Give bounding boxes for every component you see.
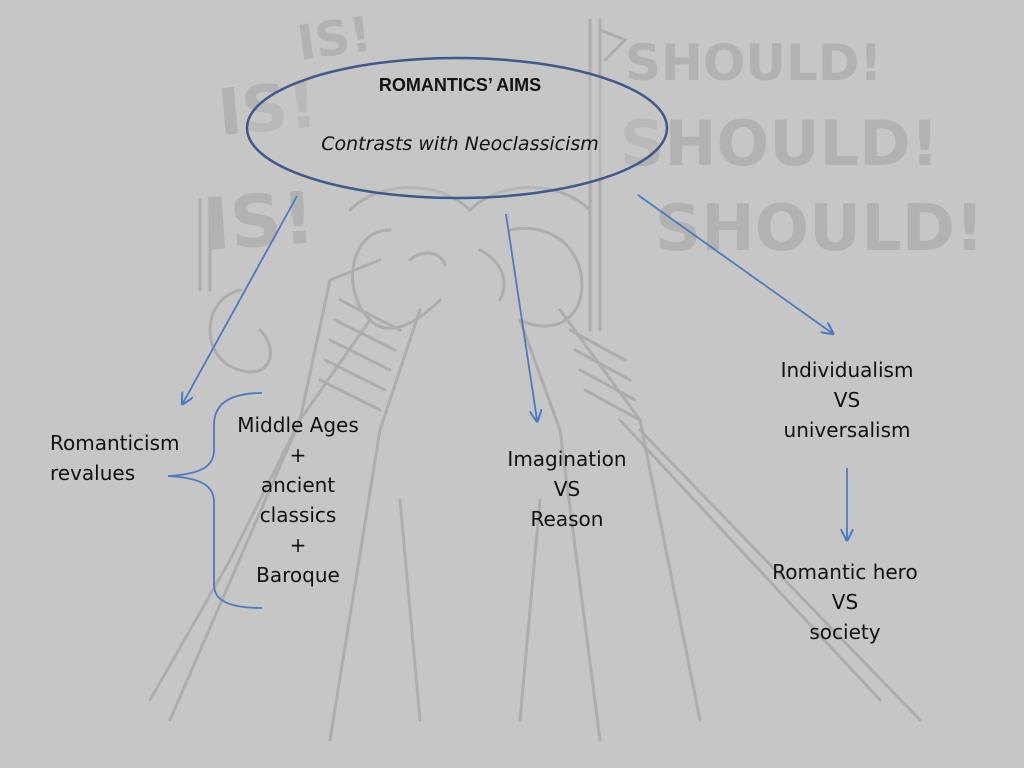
brace-item: Middle Ages (237, 413, 359, 437)
brace-items: Middle Ages + ancient classics + Baroque (218, 410, 378, 590)
svg-text:IS!: IS! (294, 6, 375, 72)
svg-text:SHOULD!: SHOULD! (625, 34, 882, 92)
arrow-to-romanticism (183, 195, 298, 403)
arrow-to-imagination (505, 213, 537, 420)
right-top-line: VS (833, 388, 861, 412)
brace-item: + (289, 443, 307, 467)
romanticism-label-line: revalues (50, 461, 136, 485)
center-line: VS (553, 477, 581, 501)
brace-item: ancient (260, 473, 336, 497)
brace-item: Baroque (256, 563, 340, 587)
brace-item: classics (259, 503, 337, 527)
arrow-to-individualism (637, 194, 832, 333)
romantic-hero-vs-society: Romantic hero VS society (745, 557, 945, 647)
ellipse-title: ROMANTICS’ AIMS (378, 75, 542, 95)
center-line: Reason (530, 507, 604, 531)
center-line: Imagination (507, 447, 627, 471)
romanticism-label-line: Romanticism (50, 431, 180, 455)
right-bottom-line: VS (831, 590, 859, 614)
right-bottom-line: Romantic hero (772, 560, 918, 584)
aims-ellipse (245, 56, 669, 200)
right-top-line: Individualism (780, 358, 914, 382)
curly-brace (167, 392, 263, 609)
svg-text:SHOULD!: SHOULD! (620, 107, 939, 180)
ellipse-subtitle: Contrasts with Neoclassicism (321, 133, 599, 155)
right-bottom-line: society (809, 620, 881, 644)
brace-item: + (289, 533, 307, 557)
imagination-vs-reason: Imagination VS Reason (487, 444, 647, 534)
romanticism-label: Romanticism revalues (50, 428, 180, 488)
svg-text:IS!: IS! (200, 175, 317, 267)
svg-text:SHOULD!: SHOULD! (655, 192, 984, 266)
sketch-words: IS! IS! IS! SHOULD! SHOULD! SHOULD! (200, 6, 984, 267)
individualism-vs-universalism: Individualism VS universalism (757, 355, 937, 445)
right-top-line: universalism (783, 418, 911, 442)
svg-text:IS!: IS! (215, 69, 320, 151)
